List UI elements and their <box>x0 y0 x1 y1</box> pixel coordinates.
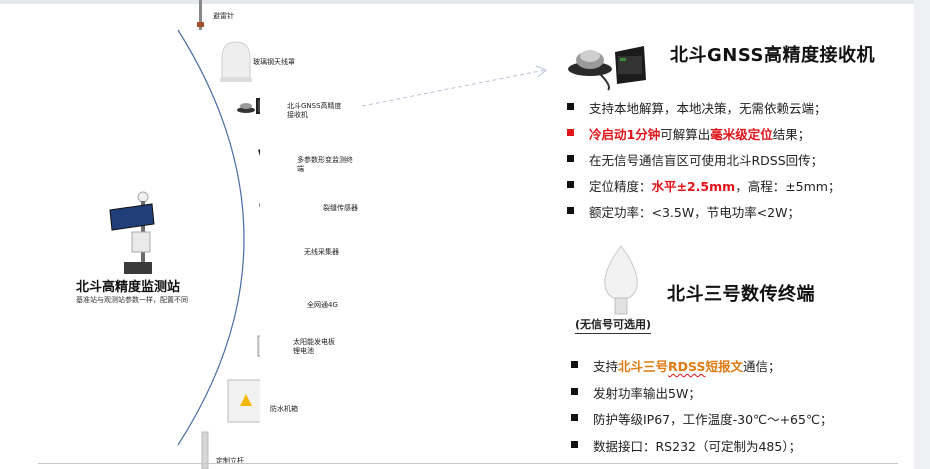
top-border <box>0 0 930 4</box>
right-edge-panel <box>914 0 930 469</box>
dashed-arrow <box>361 69 546 107</box>
label-multi-param-terminal: 多参数形变监测终 端 <box>297 156 353 173</box>
lightning-rod-icon <box>197 0 204 30</box>
terminal-features: 支持北斗三号RDSS短报文通信； 发射功率输出5W； 防护等级IP67，工作温度… <box>571 356 833 462</box>
label-antenna-dome: 玻璃钢天线罩 <box>253 58 295 66</box>
list-item: 冷启动1分钟可解算出毫米级定位结果； <box>567 124 840 150</box>
terminal-title: 北斗三号数传终端 <box>667 284 815 305</box>
label-gnss-receiver: 北斗GNSS高精度 接收机 <box>287 102 342 119</box>
list-item: 发射功率输出5W； <box>571 383 833 410</box>
antenna-dome-icon <box>220 41 252 82</box>
component-illustrations <box>109 0 260 469</box>
terminal-note: (无信号可选用) <box>575 316 652 334</box>
list-item: 定位精度：水平±2.5mm，高程：±5mm； <box>567 176 840 202</box>
components-arc <box>177 29 245 446</box>
label-solar-panel: 太阳能发电板 锂电池 <box>293 338 335 355</box>
label-wireless-collector: 无线采集器 <box>304 248 339 256</box>
receiver-features: 支持本地解算，本地决策，无需依赖云端； 冷启动1分钟可解算出毫米级定位结果； 在… <box>567 98 840 228</box>
label-lightning-rod: 避雷针 <box>213 12 234 20</box>
label-custom-pole: 定制立杆 <box>216 457 244 465</box>
dashed-arrow-head <box>535 65 547 78</box>
list-item: 数据接口：RS232（可定制为485）； <box>571 436 833 463</box>
list-item: 支持北斗三号RDSS短报文通信； <box>571 356 833 383</box>
receiver-title: 北斗GNSS高精度接收机 <box>670 45 875 66</box>
list-item: 防护等级IP67，工作温度-30℃～+65℃； <box>571 409 833 436</box>
gnss-receiver-small-icon <box>237 98 260 114</box>
gnss-receiver-image <box>568 46 646 91</box>
list-item: 支持本地解算，本地决策，无需依赖云端； <box>567 98 840 124</box>
list-item: 在无信号通信盲区可使用北斗RDSS回传； <box>567 150 840 176</box>
solar-panel-icon <box>257 335 260 357</box>
monitoring-station-icon <box>109 191 155 274</box>
crack-sensor-icon <box>259 202 260 208</box>
custom-pole-icon <box>201 431 209 469</box>
label-antenna-4g: 全网通4G <box>307 301 338 309</box>
multi-param-terminal-icon <box>258 149 260 156</box>
terminal-image <box>604 245 638 315</box>
list-item: 额定功率：<3.5W，节电功率<2W； <box>567 202 840 228</box>
station-title: 北斗高精度监测站 <box>76 280 181 295</box>
bottom-divider <box>38 463 898 464</box>
waterproof-box-icon <box>227 379 260 423</box>
label-waterproof-box: 防水机箱 <box>270 405 298 413</box>
label-crack-sensor: 裂缝传感器 <box>323 204 358 212</box>
station-subtitle: 基准站与观测站参数一样，配置不同 <box>76 296 188 304</box>
